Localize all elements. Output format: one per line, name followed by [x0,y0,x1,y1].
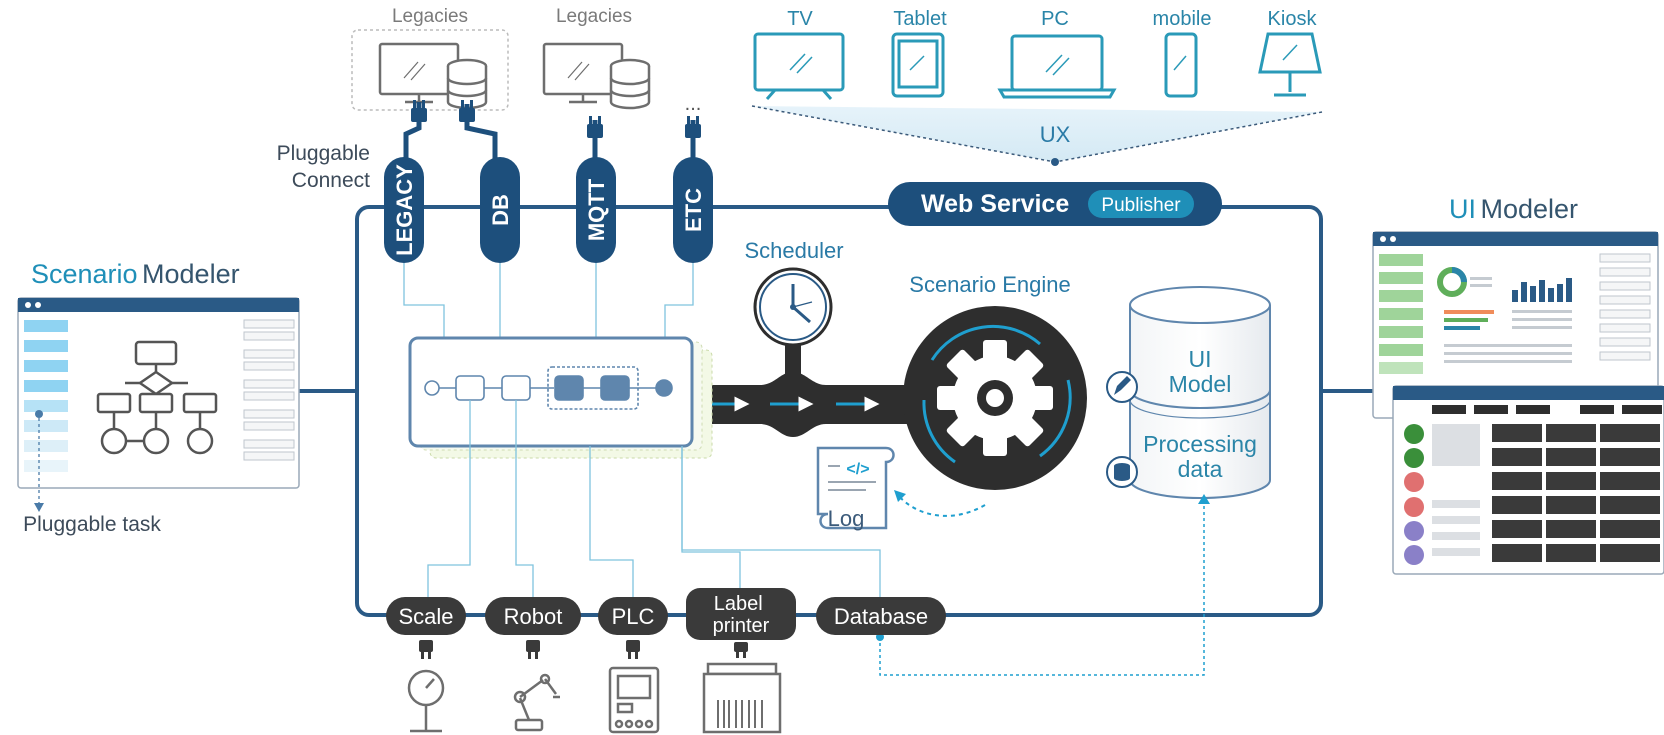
database-link [879,500,1205,676]
legacy-group-box [351,29,509,111]
connector-links [403,263,694,338]
node-label-line: Label [714,593,763,615]
node-plc [598,597,668,635]
legacies-label: Legacies [392,6,468,27]
scheduler-label: Scheduler [744,238,843,263]
device-label: mobile [1153,8,1212,30]
pluggable-task-label: Pluggable task [23,513,161,536]
scenario-modeler-accent: Scenario [31,259,138,289]
ui-modeler-window-back [1372,231,1659,419]
device-label: TV [787,8,813,30]
processing-data-label: data [1178,456,1223,482]
connector-etc [673,157,713,263]
processing-data-label: Processing [1143,431,1257,457]
ui-modeler-window-front [1392,385,1664,575]
ux-fan: UX [751,105,1323,166]
log-label: Log [828,506,865,531]
device-labels: TV Tablet PC mobile Kiosk [787,8,1317,30]
scenario-modeler-title: Scenario Modeler [31,259,240,289]
gear-icon [903,306,1087,490]
flow-device-links [427,400,881,600]
ui-modeler-rest: Modeler [1480,194,1578,224]
connector-legacy [384,157,424,263]
plc-icon [608,666,660,734]
ui-modeler-title: UI Modeler [1449,194,1578,224]
publisher-badge [1088,190,1194,218]
node-robot [485,597,581,635]
svg-text:</>: </> [846,461,869,478]
scale-icon [407,669,445,733]
ux-label: UX [1040,122,1071,147]
device-label: Tablet [893,8,947,30]
ui-model-label: Model [1169,371,1232,397]
monitor-db-icon [378,42,488,110]
tablet-icon [891,32,945,98]
database-link-arrowhead [1198,494,1210,504]
ui-model-label: UI [1189,346,1212,372]
device-label: Kiosk [1268,8,1318,30]
bottom-plugs [419,640,748,659]
node-label-printer [686,588,796,640]
connector-label: ETC [681,188,706,232]
connector-label: DB [488,194,513,226]
log-arrowhead [894,490,906,502]
bottom-nodes: Scale Robot PLC Label printer Database [386,588,946,640]
web-service-title: Web Service [921,190,1069,218]
pluggable-connect-label: Connect [292,169,370,192]
scenario-modeler-rest: Modeler [142,259,240,289]
legacy-ellipsis: ... [685,93,702,115]
monitor-db-icon [542,42,651,110]
scenario-modeler-window [17,297,300,512]
robot-arm-icon [513,673,560,732]
plug-icon [411,100,701,138]
mobile-icon [1164,32,1198,98]
connector-db [480,157,520,263]
connector-label: MQTT [584,178,609,241]
pc-icon [997,34,1117,99]
pluggable-connect-label: Pluggable [277,142,370,165]
clock-icon [753,267,833,390]
node-label: Database [834,604,928,629]
device-row [753,32,1322,100]
legacies-label: Legacies [556,6,632,27]
web-service-pill: Web Service Publisher [888,182,1222,226]
data-store: UI Model Processing data [1106,286,1271,499]
connector-label: LEGACY [392,164,417,256]
node-label: Robot [504,604,563,629]
log-icon: </> Log [816,446,895,531]
node-label-printer-text: Label printer [713,593,770,637]
publisher-label: Publisher [1101,195,1181,216]
log-arrow [897,494,986,517]
node-label: Scale [398,604,453,629]
label-printer-icon [702,662,782,734]
scenario-engine-label: Scenario Engine [909,272,1070,297]
tv-icon [753,32,845,100]
connector-mqtt [576,157,616,263]
node-label: PLC [612,604,655,629]
engine-channel [690,372,920,437]
connector-capsules: LEGACY DB MQTT ETC [384,157,713,263]
device-label: PC [1041,8,1069,30]
node-label-line: printer [713,615,770,637]
node-scale [386,597,466,635]
node-database [816,597,946,635]
kiosk-icon [1258,32,1322,97]
ui-modeler-accent: UI [1449,194,1476,224]
flow-box [408,336,713,459]
